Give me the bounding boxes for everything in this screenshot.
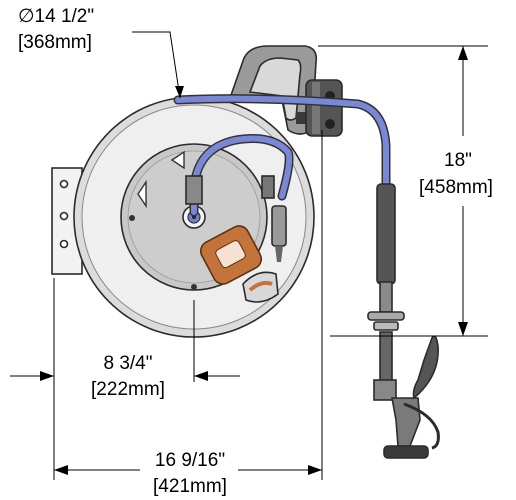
height-mm-label: [458mm] [419, 177, 493, 198]
dimension-labels: ∅14 1/2" [368mm] 18" [458mm] 8 3/4" [222… [18, 6, 493, 497]
reel-label-patch [199, 225, 279, 303]
hose [173, 94, 391, 217]
reel-housing-arm [228, 45, 318, 135]
dimension-lines [10, 31, 488, 480]
depth-mm-label: [222mm] [91, 379, 165, 400]
hose-fitting [185, 175, 287, 262]
depth-label: 8 3/4" [103, 353, 152, 374]
reel-swivel-hub [305, 79, 343, 137]
width-mm-label: [421mm] [153, 476, 227, 497]
width-label: 16 9/16" [155, 450, 225, 471]
spray-valve [367, 183, 440, 459]
diameter-label: ∅14 1/2" [18, 6, 94, 27]
diameter-mm-label: [368mm] [18, 32, 92, 53]
height-label: 18" [444, 150, 472, 171]
